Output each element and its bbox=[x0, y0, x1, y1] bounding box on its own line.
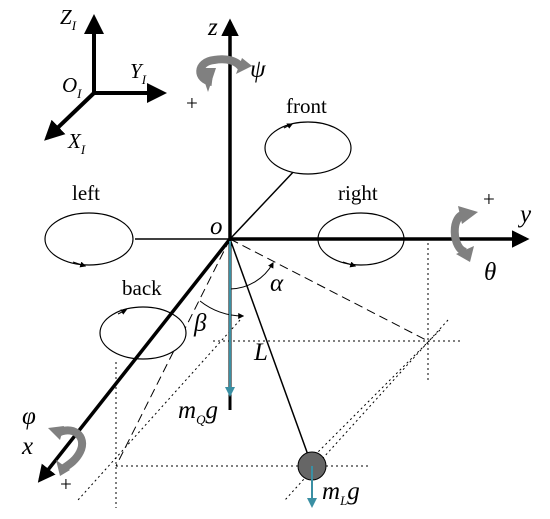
pitch-positive-sign: + bbox=[483, 187, 495, 211]
body-x-axis bbox=[37, 237, 232, 483]
alpha-label: α bbox=[270, 270, 284, 297]
body-x-label: x bbox=[21, 433, 33, 460]
inertial-origin-label: OI bbox=[62, 73, 82, 101]
rotor-back-label: back bbox=[122, 276, 162, 300]
yaw-label: ψ bbox=[250, 56, 266, 83]
inertial-x-axis bbox=[44, 91, 96, 141]
yaw-positive-sign: + bbox=[186, 91, 198, 115]
rotor-left-label: left bbox=[72, 181, 100, 205]
cable-length-label: L bbox=[253, 339, 268, 366]
rotation-indicators bbox=[48, 55, 478, 476]
rotor-front-label: front bbox=[286, 94, 327, 118]
beta-label: β bbox=[193, 310, 207, 337]
inertial-x-label: XI bbox=[67, 129, 86, 157]
inertial-frame: ZI YI OI XI bbox=[44, 5, 167, 157]
projection-lines bbox=[77, 238, 460, 508]
rotor-right-label: right bbox=[338, 181, 378, 205]
alpha-arc bbox=[229, 261, 274, 290]
quadrotor-weight-label: mQg bbox=[178, 397, 218, 427]
arm-front bbox=[229, 167, 298, 240]
roll-label: φ bbox=[22, 403, 36, 430]
yaw-rotation-icon bbox=[196, 55, 252, 92]
load-weight-label: mLg bbox=[322, 478, 360, 508]
force-arrows bbox=[225, 241, 317, 508]
roll-positive-sign: + bbox=[60, 472, 72, 496]
inertial-z-label: ZI bbox=[60, 5, 77, 33]
beta-arc bbox=[199, 300, 245, 319]
quadrotor-arms bbox=[135, 167, 298, 240]
cable bbox=[229, 238, 313, 467]
body-origin-label: o bbox=[210, 213, 223, 240]
pitch-rotation-icon bbox=[450, 206, 478, 262]
rotor-left bbox=[44, 212, 134, 268]
rotor-front bbox=[264, 121, 352, 175]
body-y-label: y bbox=[517, 201, 532, 228]
angle-arcs bbox=[199, 261, 274, 319]
roll-rotation-icon bbox=[48, 426, 86, 476]
inertial-y-label: YI bbox=[130, 59, 147, 87]
rotors bbox=[44, 121, 405, 360]
pitch-label: θ bbox=[484, 259, 496, 286]
body-z-label: z bbox=[207, 14, 218, 41]
